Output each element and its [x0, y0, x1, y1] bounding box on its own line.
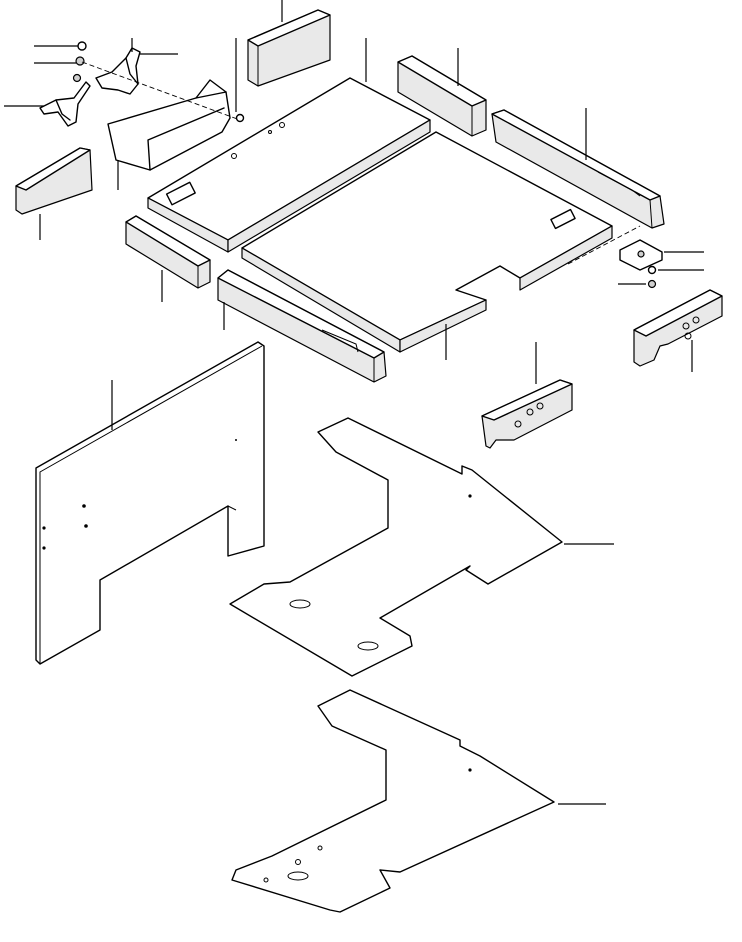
- nut: [75, 56, 85, 66]
- floor-mat-upper-left: [147, 38, 431, 253]
- insulation-block-front-left: [125, 215, 211, 302]
- cover-bracket: [81, 38, 245, 190]
- pad-left: [15, 147, 93, 240]
- washer: [235, 113, 245, 123]
- side-panel: [35, 341, 265, 665]
- floor-sheet-middle: [229, 417, 614, 677]
- washer: [77, 41, 87, 51]
- insulation-strip-front: [217, 269, 387, 383]
- bracket-block-right: [633, 289, 723, 372]
- floor-mat-upper-right: [241, 131, 641, 360]
- insulation-strip-rear-right: [491, 108, 665, 229]
- floor-sheet-bottom: [231, 689, 606, 913]
- bracket-upper: [95, 38, 178, 95]
- bracket-block-center: [481, 342, 573, 449]
- bracket-left: [4, 81, 91, 127]
- insulation-block-rear-left: [397, 48, 487, 137]
- nut: [647, 279, 657, 289]
- insulation-block-top: [247, 0, 331, 87]
- mounting-plate-right: [618, 239, 704, 289]
- hardware-upper-left: [34, 41, 87, 83]
- bolt: [72, 73, 82, 83]
- washer: [647, 265, 657, 275]
